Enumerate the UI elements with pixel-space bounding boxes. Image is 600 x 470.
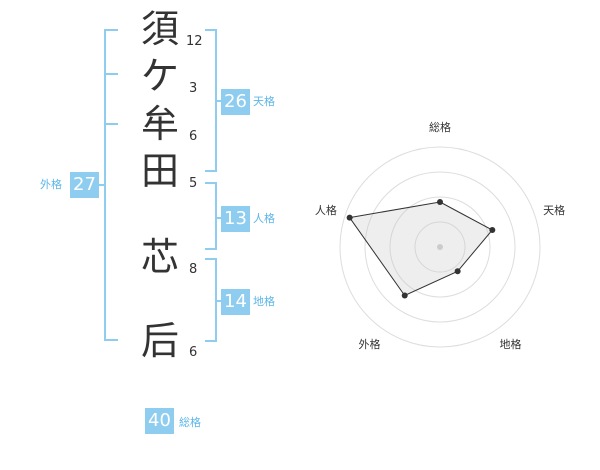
radar-area bbox=[348, 201, 494, 297]
jinkaku-bracket bbox=[205, 182, 217, 250]
chikaku-value: 14 bbox=[221, 289, 250, 315]
name-char-5: 芯 bbox=[140, 235, 179, 279]
tenkaku-tick bbox=[217, 100, 221, 102]
name-char-2: ケ bbox=[140, 54, 179, 98]
tenkaku-label: 天格 bbox=[253, 95, 275, 108]
radar-point-1 bbox=[437, 199, 443, 205]
tenkaku-bracket bbox=[205, 29, 217, 172]
name-char-1: 須 bbox=[140, 7, 179, 51]
radar-ring-1 bbox=[414, 221, 466, 273]
gaikaku-value: 27 bbox=[70, 172, 99, 198]
stroke-count-4: 5 bbox=[189, 176, 198, 191]
radar-point-5 bbox=[346, 214, 353, 221]
stroke-count-3: 6 bbox=[189, 129, 198, 144]
radar-ring-3 bbox=[364, 171, 516, 323]
stroke-count-5: 8 bbox=[189, 262, 198, 277]
jinkaku-value: 13 bbox=[221, 206, 250, 232]
chikaku-label: 地格 bbox=[253, 295, 275, 308]
gaikaku-tick-2 bbox=[104, 123, 118, 125]
name-char-6: 后 bbox=[140, 319, 179, 363]
chikaku-bracket bbox=[205, 258, 217, 342]
gaikaku-tick-3 bbox=[96, 184, 106, 186]
soukaku-label: 総格 bbox=[179, 416, 201, 429]
radar-axis-label-1: 総格 bbox=[429, 120, 451, 134]
radar-axis-label-4: 外格 bbox=[358, 337, 380, 351]
tenkaku-value: 26 bbox=[221, 89, 250, 115]
radar-ring-4 bbox=[339, 146, 541, 348]
radar-axis-label-2: 天格 bbox=[543, 203, 565, 217]
soukaku-value: 40 bbox=[145, 408, 174, 434]
radar-center bbox=[437, 244, 443, 250]
chikaku-tick bbox=[217, 300, 221, 302]
radar-point-2 bbox=[489, 227, 496, 234]
stroke-count-1: 12 bbox=[186, 34, 203, 49]
stroke-count-2: 3 bbox=[189, 81, 198, 96]
stroke-count-6: 6 bbox=[189, 345, 198, 360]
gaikaku-tick-1 bbox=[104, 73, 118, 75]
jinkaku-label: 人格 bbox=[253, 212, 275, 225]
radar-point-4 bbox=[401, 292, 408, 299]
radar-axis-label-3: 地格 bbox=[500, 337, 522, 351]
jinkaku-tick bbox=[217, 217, 221, 219]
radar-ring-2 bbox=[389, 196, 491, 298]
radar-axis-label-5: 人格 bbox=[315, 203, 337, 217]
radar-point-3 bbox=[454, 268, 461, 275]
gaikaku-label: 外格 bbox=[40, 178, 62, 191]
name-char-4: 田 bbox=[140, 149, 179, 193]
name-char-3: 牟 bbox=[140, 102, 179, 146]
